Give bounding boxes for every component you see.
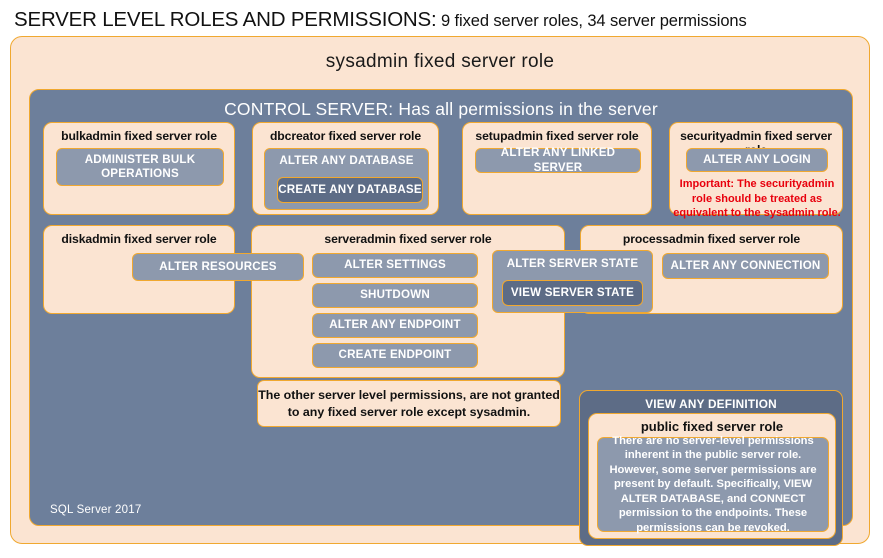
role-title-serveradmin: serveradmin fixed server role xyxy=(324,232,492,246)
permission-alter-any-connection[interactable]: ALTER ANY CONNECTION xyxy=(662,253,829,279)
sysadmin-role-panel: sysadmin fixed server role CONTROL SERVE… xyxy=(10,36,870,546)
permission-administer-bulk-operations[interactable]: ADMINISTER BULK OPERATIONS xyxy=(56,148,224,186)
permission-alter-any-login[interactable]: ALTER ANY LOGIN xyxy=(686,148,828,172)
permission-create-any-database[interactable]: CREATE ANY DATABASE xyxy=(277,177,423,203)
role-title-processadmin: processadmin fixed server role xyxy=(622,232,801,246)
permission-alter-any-endpoint[interactable]: ALTER ANY ENDPOINT xyxy=(312,313,478,338)
role-card-bulkadmin: bulkadmin fixed server role ADMINISTER B… xyxy=(43,122,235,215)
role-card-securityadmin: securityadmin fixed server role ALTER AN… xyxy=(669,122,843,219)
permission-alter-any-database-label: ALTER ANY DATABASE xyxy=(279,154,414,167)
control-server-label: CONTROL SERVER: Has all permissions in t… xyxy=(224,99,658,119)
permission-alter-server-state-label: ALTER SERVER STATE xyxy=(506,257,639,270)
sql-server-version-label: SQL Server 2017 xyxy=(50,504,142,516)
sysadmin-role-label: sysadmin fixed server role xyxy=(325,51,555,72)
role-title-public: public fixed server role xyxy=(640,419,784,434)
view-any-definition-group: VIEW ANY DEFINITION public fixed server … xyxy=(579,390,843,546)
permission-shutdown[interactable]: SHUTDOWN xyxy=(312,283,478,308)
control-server-panel: CONTROL SERVER: Has all permissions in t… xyxy=(29,89,853,546)
role-card-setupadmin: setupadmin fixed server role ALTER ANY L… xyxy=(462,122,652,215)
securityadmin-important-note: Important: The securityadmin role should… xyxy=(673,178,841,220)
role-title-dbcreator: dbcreator fixed server role xyxy=(269,129,422,143)
permission-view-server-state[interactable]: VIEW SERVER STATE xyxy=(502,280,643,306)
permission-alter-any-linked-server[interactable]: ALTER ANY LINKED SERVER xyxy=(475,146,641,174)
role-title-diskadmin: diskadmin fixed server role xyxy=(61,232,217,246)
public-role-description: There are no server-level permissions in… xyxy=(597,435,829,534)
permission-view-any-definition-label: VIEW ANY DEFINITION xyxy=(645,397,777,411)
permission-alter-settings[interactable]: ALTER SETTINGS xyxy=(312,253,478,278)
other-permissions-note: The other server level permissions, are … xyxy=(257,380,561,427)
role-card-dbcreator: dbcreator fixed server role ALTER ANY DA… xyxy=(252,122,439,215)
role-title-bulkadmin: bulkadmin fixed server role xyxy=(61,129,217,143)
role-card-public: public fixed server role There are no se… xyxy=(588,413,836,539)
page-title: SERVER LEVEL ROLES AND PERMISSIONS: 9 fi… xyxy=(14,8,874,34)
permission-alter-resources[interactable]: ALTER RESOURCES xyxy=(132,253,304,281)
page-title-subtitle: 9 fixed server roles, 34 server permissi… xyxy=(436,12,747,30)
page-title-main: SERVER LEVEL ROLES AND PERMISSIONS: xyxy=(14,8,437,31)
role-title-setupadmin: setupadmin fixed server role xyxy=(475,129,639,143)
permission-create-endpoint[interactable]: CREATE ENDPOINT xyxy=(312,343,478,368)
